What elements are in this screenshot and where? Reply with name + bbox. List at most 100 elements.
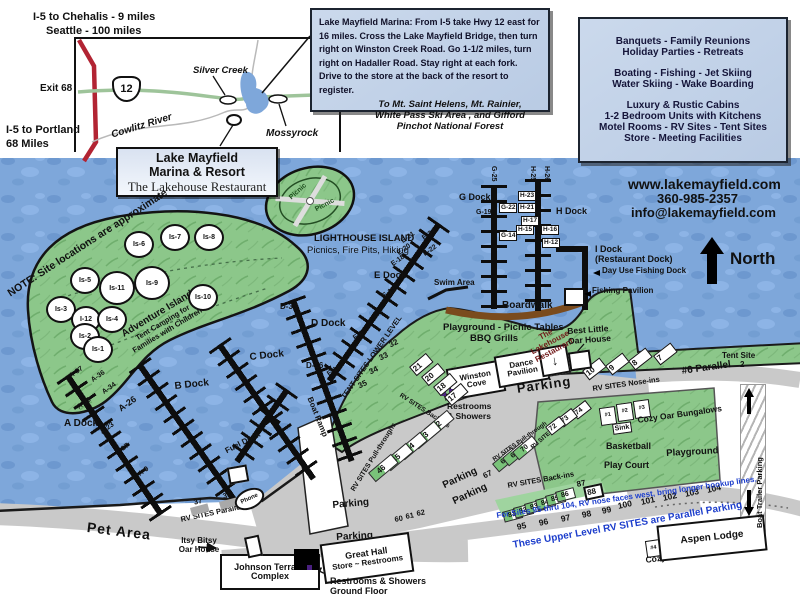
portland-distance: I-5 to Portland <box>6 124 80 136</box>
johnson-line: Complex <box>250 571 289 581</box>
road-bottom <box>221 494 701 566</box>
directions-box: Lake Mayfield Marina: From I-5 take Hwy … <box>310 8 550 112</box>
amenity-line: Luxury & Rustic Cabins <box>626 100 740 111</box>
amenity-line: Water Skiing - Wake Boarding <box>612 79 754 90</box>
fuel-station <box>226 464 250 485</box>
dock-site-chip: H-16 <box>541 225 560 236</box>
restrooms-lower-line: Restrooms & Showers <box>330 576 427 586</box>
rv-site-num: 60 <box>393 513 404 524</box>
restrooms-lower-line: Ground Floor <box>330 586 388 596</box>
restrooms-lower-marker <box>307 565 312 570</box>
exit-68-label: Exit 68 <box>40 83 73 94</box>
phone-text: 360-985-2357 <box>657 191 738 206</box>
up-arrow-icon <box>747 396 751 414</box>
swim-area-line <box>427 285 469 301</box>
down-arrow-icon <box>747 490 751 508</box>
hwy-12-shield: 12 <box>112 76 141 102</box>
restrooms-line: & Showers <box>447 411 491 421</box>
road-upper-right <box>635 364 800 388</box>
i-dock-sub: (Restaurant Dock) <box>595 254 673 264</box>
island-site: Is-10 <box>188 284 218 311</box>
playground-label: Playground - Picnic Tables <box>443 322 564 333</box>
mountains-note-line: White Pass Ski Area , and Gifford <box>375 110 525 121</box>
arrow-icon <box>593 270 600 276</box>
island-site: Is-7 <box>160 224 190 251</box>
arrow-icon <box>584 291 591 297</box>
boardwalk-label: Boardwalk <box>502 300 553 311</box>
rv-site-num: 98 <box>580 508 593 520</box>
playground-label-2: BBQ Grills <box>470 333 519 344</box>
restrooms-line: Restrooms <box>447 401 492 411</box>
cabin-label: #2 <box>621 407 629 415</box>
play-court-label: Play Court <box>604 460 650 470</box>
restaurant-title: The Lakehouse Restaurant <box>127 179 267 194</box>
north-arrow-icon <box>700 237 724 285</box>
dock-site-chip: H-23 <box>518 191 537 202</box>
lighthouse-island-title: LIGHTHOUSE ISLAND <box>314 233 415 244</box>
tent-site-label-num: 2 <box>740 360 745 369</box>
resort-title-2: Marina & Resort <box>149 165 245 179</box>
mossyrock-label: Mossyrock <box>266 128 319 139</box>
i-dock <box>582 246 588 310</box>
basketball-label: Basketball <box>606 441 652 451</box>
island-site: Is-9 <box>134 266 170 300</box>
best-little-label: Best Little Oar House <box>567 323 611 346</box>
rv-site-num: 62 <box>415 507 426 518</box>
i-dock <box>556 246 588 252</box>
dock-site: G-19 <box>476 209 492 216</box>
itsy-line: Oar House <box>178 545 220 554</box>
inset-lake-blob <box>240 71 269 114</box>
mountains-note-line: Pinchot National Forest <box>396 121 504 132</box>
road-aspen <box>626 485 800 517</box>
amenities-box: Banquets - Family Reunions Holiday Parti… <box>578 17 788 163</box>
mountains-note-line: To Mt. Saint Helens, Mt. Rainier, <box>378 99 522 110</box>
a-dock-label: A Dock <box>64 418 99 429</box>
h-dock-label: H Dock <box>556 206 588 216</box>
resort-title-box: Lake Mayfield Marina & Resort The Lakeho… <box>116 147 278 197</box>
dock-site-chip: H-12 <box>542 238 561 249</box>
island-site: Is-5 <box>70 267 100 294</box>
hwy-12-number: 12 <box>120 83 133 95</box>
itsy-bitsy-label: Itsy Bitsy Oar House <box>176 536 222 554</box>
inset-cowlitz-river <box>91 107 249 143</box>
dock-site: G-25 <box>490 166 497 182</box>
website-text: www.lakemayfield.com <box>628 176 781 192</box>
d-dock-label: D Dock <box>311 318 346 329</box>
island-site: Is-1 <box>83 336 113 363</box>
portland-distance-2: 68 Miles <box>6 138 49 150</box>
cabin-label: #1 <box>604 411 612 419</box>
north-label: North <box>730 249 776 268</box>
directions-text: Lake Mayfield Marina: From I-5 take Hwy … <box>319 17 540 95</box>
resort-title: Lake Mayfield <box>156 151 238 165</box>
g-dock-label: G Dock <box>459 192 491 202</box>
tent-site-label: Tent Site <box>722 351 756 360</box>
island-site: Is-4 <box>97 306 127 333</box>
dock-site: H-25 <box>529 166 536 182</box>
rv-site-num: 99 <box>600 504 613 516</box>
fishing-pavilion-building <box>564 288 585 306</box>
amenity-line: Banquets - Family Reunions <box>615 36 751 47</box>
rv-site-num: 96 <box>537 516 550 528</box>
aspen-lodge-label: Aspen Lodge <box>679 528 744 547</box>
dock-site-chip: H-21 <box>518 203 537 214</box>
restrooms-lower-label: Restrooms & Showers Ground Floor <box>330 576 426 596</box>
phone-label: Phone <box>239 492 260 506</box>
cabin-label: #3 <box>638 404 646 412</box>
amenity-line: Boating - Fishing - Jet Skiing <box>614 68 752 79</box>
mountains-note: To Mt. Saint Helens, Mt. Rainier, White … <box>372 99 528 132</box>
chehalis-distance: I-5 to Chehalis - 9 miles <box>33 11 156 23</box>
dock-site: D-33 <box>280 302 298 311</box>
cabin: #2 <box>615 401 635 423</box>
rv-site-num: 97 <box>559 512 572 524</box>
johnson-line: Johnson Terrace <box>234 561 306 572</box>
swim-area-label: Swim Area <box>434 278 475 287</box>
best-little-oar-house-building <box>567 349 593 372</box>
amenity-line: Holiday Parties - Retreats <box>622 47 744 58</box>
silver-creek-label: Silver Creek <box>193 65 248 76</box>
inset-i5-road <box>77 38 99 163</box>
boat-ramp-shape <box>297 412 349 535</box>
cabin-label: #4 <box>649 544 657 552</box>
island-site: Is-11 <box>99 271 135 305</box>
lighthouse-island-shape <box>264 165 356 237</box>
